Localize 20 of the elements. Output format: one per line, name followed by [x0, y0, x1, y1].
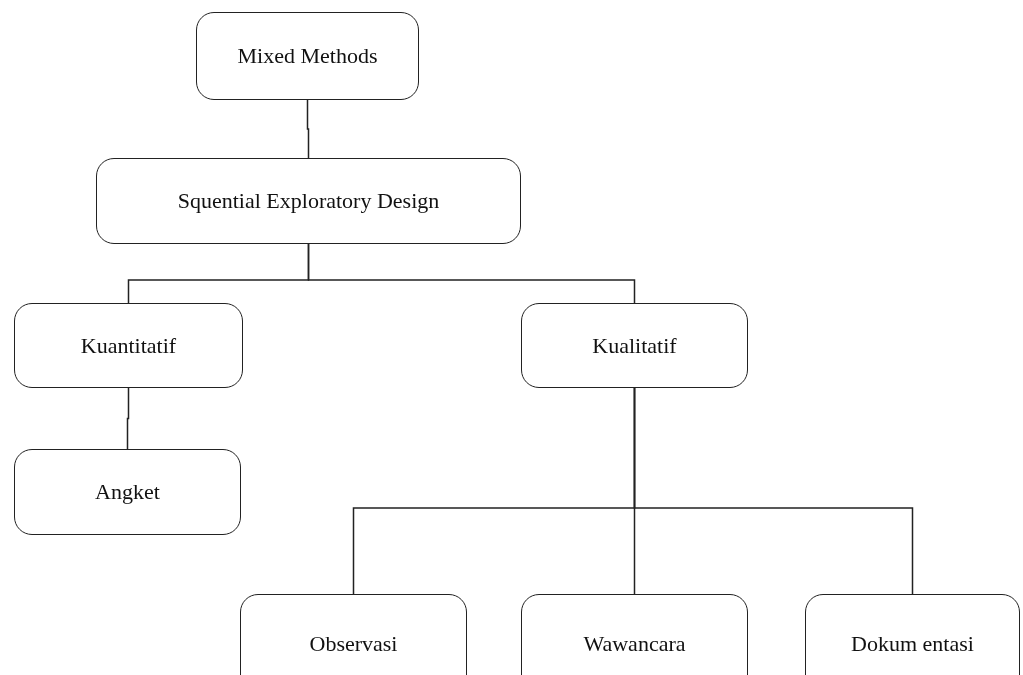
process-box — [14, 449, 241, 535]
process-box — [14, 303, 243, 388]
connector-line — [306, 99, 310, 159]
box-label: Observasi — [309, 631, 398, 657]
box-label: Kualitatif — [592, 332, 677, 359]
process-box — [96, 158, 521, 244]
box-label: Dokum entasi — [851, 631, 974, 657]
process-box — [521, 594, 748, 675]
connector-line — [307, 243, 636, 304]
box-label: Squential Exploratory Design — [177, 188, 440, 214]
process-box — [805, 594, 1020, 675]
box-label: Angket — [95, 479, 160, 505]
box-label: Wawancara — [583, 631, 686, 657]
process-box — [521, 303, 748, 388]
box-label: Mixed Methods — [237, 43, 378, 69]
connector-line — [126, 387, 130, 450]
box-label: Kuantitatif — [80, 332, 177, 359]
process-box — [196, 12, 419, 100]
process-box — [240, 594, 467, 675]
connector-line — [633, 387, 914, 595]
